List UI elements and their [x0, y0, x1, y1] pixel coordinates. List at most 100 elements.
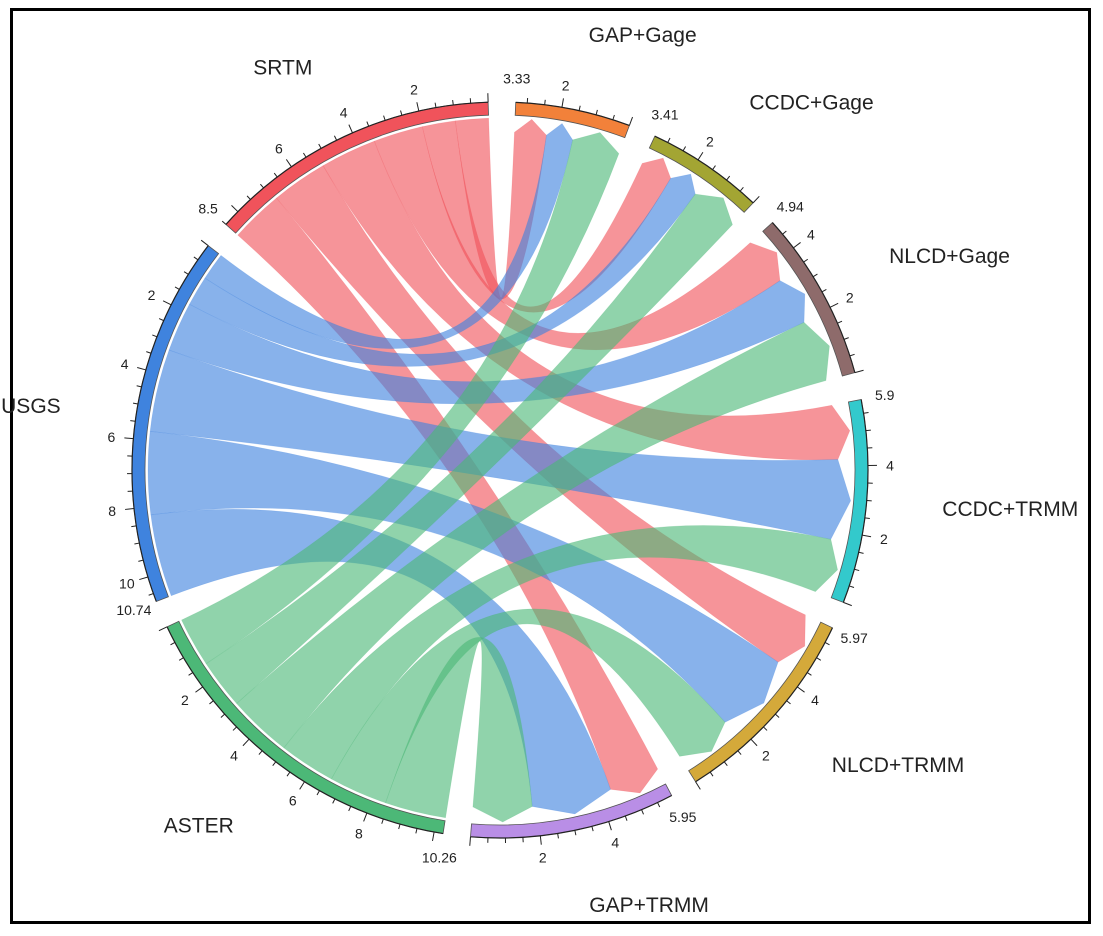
tick-aster	[178, 657, 184, 661]
tick-label-usgs: 10	[119, 575, 135, 591]
tick-aster	[381, 818, 384, 824]
segment-axis-srtm	[225, 101, 489, 225]
end-label-ccdc-plus-gage: 3.41	[651, 106, 678, 122]
tick-usgs	[136, 385, 142, 388]
end-label-gap-plus-trmm: 5.95	[669, 809, 696, 825]
tick-nlcd-plus-trmm	[816, 657, 822, 661]
end-label-usgs: 10.74	[116, 602, 151, 618]
tick-label-gap-plus-trmm: 2	[539, 850, 547, 866]
tick-label-nlcd-plus-trmm: 2	[762, 747, 770, 763]
tick-gap-plus-gage	[578, 105, 581, 111]
tick-usgs	[162, 300, 172, 306]
segment-label-usgs: USGS	[1, 395, 61, 418]
tick-srtm	[221, 220, 227, 225]
tick-label-aster: 2	[181, 692, 189, 708]
tick-aster	[195, 686, 204, 693]
tick-ccdc-plus-trmm	[864, 517, 870, 520]
tick-nlcd-plus-gage	[821, 288, 827, 293]
tick-gap-plus-gage	[628, 116, 634, 126]
tick-usgs	[193, 256, 199, 261]
tick-ccdc-plus-gage	[752, 195, 760, 204]
tick-label-ccdc-plus-trmm: 2	[880, 531, 888, 547]
tick-aster	[188, 672, 194, 676]
tick-ccdc-plus-trmm	[862, 534, 872, 538]
tick-nlcd-plus-trmm	[786, 700, 791, 705]
tick-gap-plus-trmm	[608, 821, 612, 831]
tick-label-nlcd-plus-gage: 2	[846, 290, 854, 306]
segment-label-ccdc-plus-trmm: CCDC+TRMM	[942, 498, 1078, 521]
ribbon-aster-to-ccdc-plus-gage	[205, 193, 733, 704]
tick-srtm	[260, 183, 264, 189]
tick-nlcd-plus-gage	[782, 230, 787, 235]
tick-nlcd-plus-trmm	[796, 686, 805, 693]
segments-layer	[124, 93, 877, 846]
tick-nlcd-plus-trmm	[723, 761, 728, 767]
tick-label-ccdc-plus-gage: 2	[706, 133, 714, 149]
segment-label-srtm: SRTM	[253, 57, 312, 80]
tick-usgs	[130, 420, 136, 422]
ribbon-usgs-to-ccdc-plus-gage	[189, 173, 696, 367]
segment-label-ccdc-plus-gage: CCDC+Gage	[749, 92, 873, 115]
tick-srtm	[231, 205, 239, 213]
tick-gap-plus-trmm	[641, 809, 644, 815]
tick-usgs	[148, 593, 154, 596]
tick-usgs	[139, 576, 149, 581]
tick-usgs	[131, 525, 137, 528]
tick-label-aster: 4	[230, 747, 238, 763]
tick-nlcd-plus-gage	[812, 273, 818, 278]
tick-srtm	[383, 115, 386, 121]
tick-srtm	[246, 195, 251, 200]
tick-label-ccdc-plus-trmm: 4	[886, 457, 894, 473]
ribbon-usgs-to-gap-plus-gage	[204, 123, 573, 349]
tick-srtm	[400, 110, 403, 116]
tick-nlcd-plus-trmm	[775, 713, 780, 718]
ribbon-usgs-to-nlcd-plus-gage	[168, 280, 806, 405]
tick-aster	[232, 726, 237, 731]
segment-axis-usgs	[131, 245, 209, 602]
tick-srtm	[303, 152, 307, 158]
tick-label-nlcd-plus-trmm: 4	[811, 692, 819, 708]
end-label-nlcd-plus-gage: 4.94	[777, 198, 804, 214]
tick-aster	[170, 642, 176, 646]
tick-nlcd-plus-trmm	[763, 726, 768, 731]
tick-ccdc-plus-gage	[697, 151, 704, 161]
tick-aster	[158, 626, 168, 632]
tick-usgs	[146, 351, 152, 354]
tick-usgs	[158, 318, 164, 322]
end-label-nlcd-plus-trmm: 5.97	[841, 630, 868, 646]
tick-srtm	[434, 102, 437, 108]
tick-usgs	[152, 334, 158, 338]
tick-usgs	[124, 437, 134, 440]
tick-usgs	[125, 508, 135, 510]
tick-ccdc-plus-gage	[682, 146, 687, 152]
tick-aster	[299, 781, 305, 790]
tick-aster	[332, 798, 336, 804]
tick-usgs	[174, 286, 180, 290]
tick-nlcd-plus-gage	[829, 302, 839, 308]
tick-aster	[286, 771, 291, 777]
tick-ccdc-plus-gage	[739, 187, 744, 192]
tick-aster	[242, 738, 250, 747]
tick-srtm	[318, 143, 322, 149]
tick-srtm	[285, 159, 292, 168]
segment-axis-nlcd-plus-gage	[771, 222, 856, 373]
tick-nlcd-plus-gage	[843, 337, 849, 340]
tick-aster	[316, 790, 320, 796]
segment-label-aster: ASTER	[164, 814, 234, 837]
tick-aster	[220, 713, 225, 718]
tick-nlcd-plus-gage	[793, 242, 801, 249]
tick-gap-plus-trmm	[469, 836, 471, 846]
tick-srtm	[366, 121, 370, 127]
tick-nlcd-plus-trmm	[750, 738, 758, 747]
tick-aster	[209, 700, 214, 705]
tick-gap-plus-trmm	[591, 826, 594, 832]
tick-ccdc-plus-trmm	[854, 568, 860, 572]
tick-gap-plus-gage	[544, 99, 546, 105]
tick-nlcd-plus-gage	[849, 353, 855, 357]
tick-label-nlcd-plus-gage: 4	[807, 227, 815, 243]
tick-label-gap-plus-gage: 2	[562, 78, 570, 94]
tick-usgs	[138, 559, 144, 562]
tick-srtm	[416, 102, 420, 112]
tick-nlcd-plus-gage	[854, 369, 864, 374]
tick-ccdc-plus-trmm	[863, 412, 869, 414]
